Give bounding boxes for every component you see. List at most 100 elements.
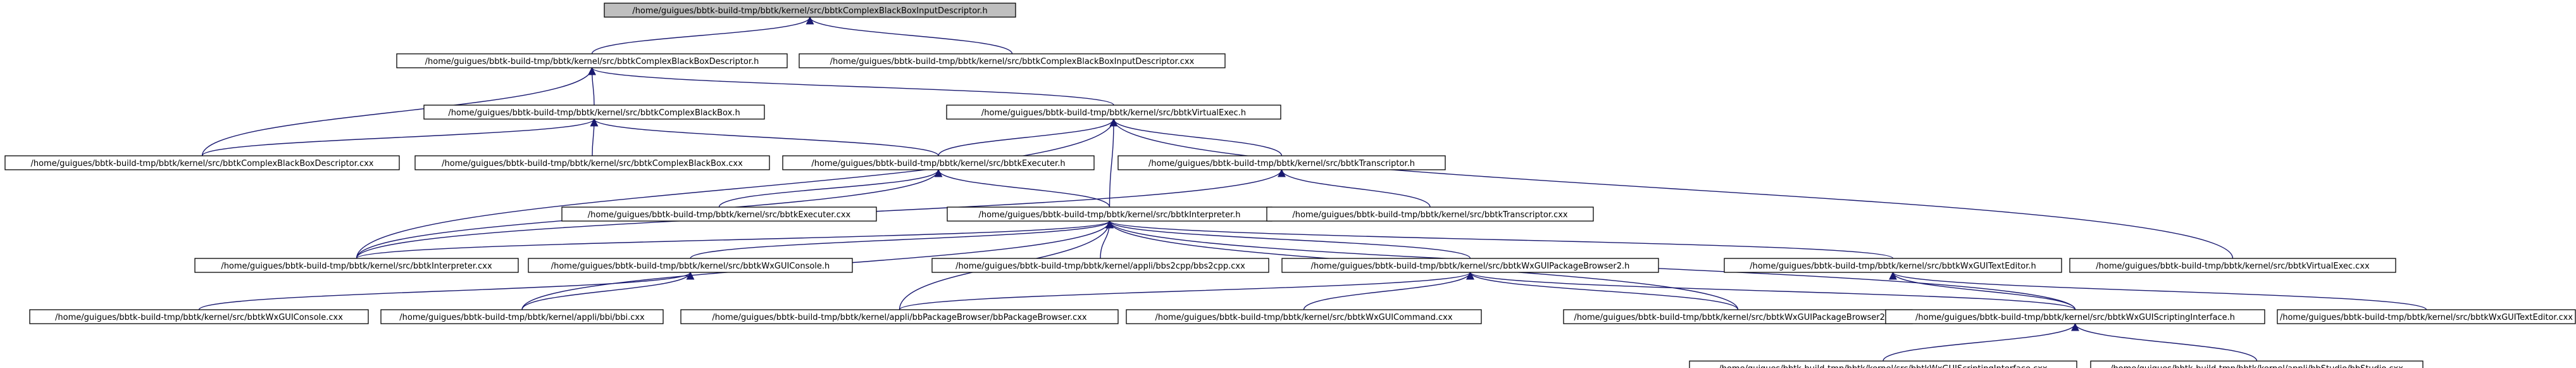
file-node-label: /home/guigues/bbtk-build-tmp/bbtk/kernel… (1915, 313, 2235, 322)
include-arrow-n25-to-n23 (1882, 322, 2079, 362)
include-arrow-n15-to-n10 (1105, 220, 1471, 259)
file-node-label: /home/guigues/bbtk-build-tmp/bbtk/kernel… (981, 108, 1246, 118)
file-node-box (414, 155, 770, 170)
file-node-label: /home/guigues/bbtk-build-tmp/bbtk/kernel… (55, 313, 343, 322)
file-node[interactable]: /home/guigues/bbtk-build-tmp/bbtk/kernel… (1885, 309, 2265, 324)
file-node[interactable]: /home/guigues/bbtk-build-tmp/bbtk/kernel… (1126, 309, 1482, 324)
file-node-label: /home/guigues/bbtk-build-tmp/bbtk/kernel… (221, 262, 492, 271)
file-node-box (4, 155, 400, 170)
file-node-box (194, 258, 519, 273)
include-arrow-n19-to-n13 (521, 271, 695, 310)
file-node-label: /home/guigues/bbtk-build-tmp/bbtk/kernel… (978, 210, 1240, 220)
file-node[interactable]: /home/guigues/bbtk-build-tmp/bbtk/kernel… (396, 53, 788, 68)
file-node-box (2277, 309, 2576, 324)
include-arrow-n18-to-n13 (198, 271, 694, 310)
file-node-box (1281, 258, 1659, 273)
file-node-label: /home/guigues/bbtk-build-tmp/bbtk/kernel… (1155, 313, 1452, 322)
include-arrow-n26-to-n23 (2071, 322, 2258, 362)
file-node-box (604, 3, 1016, 18)
file-node-box (1724, 258, 2062, 273)
file-node-box (799, 53, 1226, 68)
file-node[interactable]: /home/guigues/bbtk-build-tmp/bbtk/kernel… (4, 155, 400, 170)
file-node-label: /home/guigues/bbtk-build-tmp/bbtk/kernel… (811, 159, 1065, 168)
file-node[interactable]: /home/guigues/bbtk-build-tmp/bbtk/kernel… (947, 206, 1272, 222)
file-node-label: /home/guigues/bbtk-build-tmp/bbtk/kernel… (1292, 210, 1568, 220)
file-node[interactable]: /home/guigues/bbtk-build-tmp/bbtk/kernel… (799, 53, 1226, 68)
file-node[interactable]: /home/guigues/bbtk-build-tmp/bbtk/kernel… (561, 206, 877, 222)
file-node-label: /home/guigues/bbtk-build-tmp/bbtk/kernel… (399, 313, 645, 322)
file-node[interactable]: /home/guigues/bbtk-build-tmp/bbtk/kernel… (194, 258, 519, 273)
file-node-label: /home/guigues/bbtk-build-tmp/bbtk/kernel… (2280, 313, 2573, 322)
include-arrow-n5-to-n3 (201, 118, 599, 156)
include-arrow-n13-to-n10 (690, 220, 1114, 259)
file-node-label: /home/guigues/bbtk-build-tmp/bbtk/kernel… (830, 57, 1195, 67)
include-arrow-n21-to-n15 (1303, 271, 1474, 310)
file-node[interactable]: /home/guigues/bbtk-build-tmp/bbtk/kernel… (414, 155, 770, 170)
include-arrow-n12-to-n10 (356, 220, 1114, 259)
file-node[interactable]: /home/guigues/bbtk-build-tmp/bbtk/kernel… (931, 258, 1269, 273)
file-node-label: /home/guigues/bbtk-build-tmp/bbtk/kernel… (1148, 159, 1415, 168)
file-node-label: /home/guigues/bbtk-build-tmp/bbtk/kernel… (30, 159, 373, 168)
file-node-label: /home/guigues/bbtk-build-tmp/bbtk/kernel… (1719, 364, 2048, 368)
include-arrow-n5-to-n1 (201, 67, 596, 156)
include-arrow-n23-to-n15 (1466, 271, 2076, 310)
file-node-label: /home/guigues/bbtk-build-tmp/bbtk/kernel… (588, 210, 851, 220)
file-node-label: /home/guigues/bbtk-build-tmp/bbtk/kernel… (1750, 262, 2036, 271)
file-node-label: /home/guigues/bbtk-build-tmp/bbtk/kernel… (448, 108, 740, 118)
file-node[interactable]: /home/guigues/bbtk-build-tmp/bbtk/kernel… (2090, 360, 2424, 368)
file-node-label: /home/guigues/bbtk-build-tmp/bbtk/kernel… (632, 6, 987, 16)
file-node[interactable]: /home/guigues/bbtk-build-tmp/bbtk/kernel… (1563, 309, 1913, 324)
include-arrow-n16-to-n10 (1105, 220, 1894, 259)
include-arrow-n10-to-n4 (1109, 118, 1118, 208)
file-node-box (396, 53, 788, 68)
file-node[interactable]: /home/guigues/bbtk-build-tmp/bbtk/kernel… (380, 309, 664, 324)
include-arrow-n10-to-n7 (934, 168, 1111, 208)
file-node-box (680, 309, 1119, 324)
file-node-box (2069, 258, 2396, 273)
include-arrow-n6-to-n3 (590, 118, 599, 156)
include-arrow-n7-to-n3 (590, 118, 939, 156)
file-node[interactable]: /home/guigues/bbtk-build-tmp/bbtk/kernel… (1689, 360, 2077, 368)
file-node-label: /home/guigues/bbtk-build-tmp/bbtk/kernel… (442, 159, 743, 168)
file-node-label: /home/guigues/bbtk-build-tmp/bbtk/kernel… (1311, 262, 1630, 271)
file-node-box (423, 105, 765, 120)
file-node-box (1117, 155, 1446, 170)
file-node[interactable]: /home/guigues/bbtk-build-tmp/bbtk/kernel… (1266, 206, 1594, 222)
file-node-box (1126, 309, 1482, 324)
file-node-label: /home/guigues/bbtk-build-tmp/bbtk/kernel… (425, 57, 759, 67)
include-arrow-n24-to-n16 (1889, 271, 2427, 310)
include-arrow-n20-to-n15 (899, 271, 1474, 310)
file-node[interactable]: /home/guigues/bbtk-build-tmp/bbtk/kernel… (29, 309, 369, 324)
file-node[interactable]: /home/guigues/bbtk-build-tmp/bbtk/kernel… (2069, 258, 2396, 273)
file-node[interactable]: /home/guigues/bbtk-build-tmp/bbtk/kernel… (1724, 258, 2062, 273)
include-arrow-n9-to-n7 (718, 168, 943, 208)
file-node-label: /home/guigues/bbtk-build-tmp/bbtk/kernel… (955, 262, 1245, 271)
file-node-box (1885, 309, 2265, 324)
file-node-box (2090, 360, 2424, 368)
include-arrow-n17-to-n4 (1109, 118, 2234, 259)
file-node[interactable]: /home/guigues/bbtk-build-tmp/bbtk/kernel… (528, 258, 853, 273)
file-node[interactable]: /home/guigues/bbtk-build-tmp/bbtk/kernel… (2277, 309, 2576, 324)
file-node[interactable]: /home/guigues/bbtk-build-tmp/bbtk/kernel… (680, 309, 1119, 324)
file-node[interactable]: /home/guigues/bbtk-build-tmp/bbtk/kernel… (1117, 155, 1446, 170)
include-arrow-n4-to-n1 (588, 67, 1114, 106)
file-node-box (29, 309, 369, 324)
file-node[interactable]: /home/guigues/bbtk-build-tmp/bbtk/kernel… (1281, 258, 1659, 273)
include-arrow-n22-to-n15 (1466, 271, 1739, 310)
file-node-box (1266, 206, 1594, 222)
file-node-label: /home/guigues/bbtk-build-tmp/bbtk/kernel… (2110, 364, 2403, 368)
file-node-box (561, 206, 877, 222)
file-node-label: /home/guigues/bbtk-build-tmp/bbtk/kernel… (551, 262, 830, 271)
file-node-box (380, 309, 664, 324)
node-layer: /home/guigues/bbtk-build-tmp/bbtk/kernel… (4, 3, 2576, 368)
file-node-box (782, 155, 1095, 170)
file-node[interactable]: /home/guigues/bbtk-build-tmp/bbtk/kernel… (946, 105, 1281, 120)
include-arrow-n8-to-n4 (1109, 118, 1283, 156)
file-node[interactable]: /home/guigues/bbtk-build-tmp/bbtk/kernel… (423, 105, 765, 120)
file-node-box (946, 105, 1281, 120)
root-file-node[interactable]: /home/guigues/bbtk-build-tmp/bbtk/kernel… (604, 3, 1016, 18)
file-node-box (1689, 360, 2077, 368)
file-node[interactable]: /home/guigues/bbtk-build-tmp/bbtk/kernel… (782, 155, 1095, 170)
file-node-box (931, 258, 1269, 273)
